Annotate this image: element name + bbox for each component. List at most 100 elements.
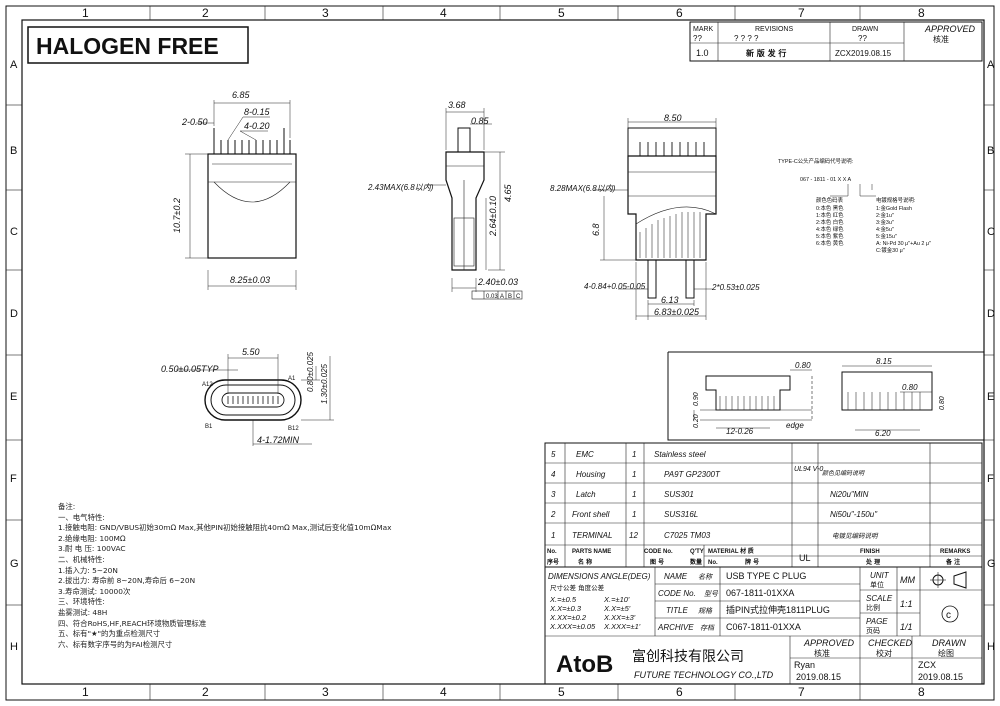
grid-col-label: 6	[676, 6, 683, 20]
dim-pcb-width: 8.15	[876, 357, 892, 366]
drawn-label-cn: 绘图	[938, 648, 954, 658]
code-note-right-item: C:镀金30 μ"	[876, 246, 905, 254]
bom-finish: Ni50u"-150u"	[830, 510, 878, 519]
dim-pcb-pads: 12-0.26	[726, 427, 754, 436]
dim-pcb-side: 0.80	[939, 396, 946, 410]
notes-line: 3.寿命测试: 10000次	[58, 586, 131, 596]
grid-col-label: 2	[202, 685, 209, 699]
dim-face-height: 0.80±0.025	[306, 351, 315, 392]
field-code-value: 067-1811-01XXA	[726, 588, 794, 598]
bom-name: EMC	[576, 450, 594, 459]
page-label: PAGE	[866, 617, 888, 626]
code-note-left-item: 6:本色 黄色	[816, 239, 844, 247]
dim-front-pitch: 2-0.50	[181, 117, 208, 127]
approved-date: 2019.08.15	[796, 672, 841, 682]
bom-finish: 电镀见编码说明	[832, 532, 879, 540]
banner-title: HALOGEN FREE	[36, 33, 219, 59]
notes-line: 2.拔出力: 寿命前 8~20N,寿命后 6~20N	[58, 576, 196, 586]
bom-material: PA9T GP2300T	[664, 470, 721, 479]
pin-label-a12: A12	[202, 382, 213, 388]
field-title-label: TITLE	[666, 606, 688, 615]
tolerance-linear: X.XX=±0.2	[549, 613, 587, 622]
dim-pcb-pad-span: 6.20	[875, 429, 891, 438]
dim-front-pin-width-2: 4-0.20	[244, 121, 270, 131]
notes-block: 备注: 一、电气特性: 1.接触电阻: GND/VBUS初始30mΩ Max,其…	[58, 502, 538, 650]
bom-finish: Ni20u"MIN	[830, 490, 869, 499]
grid-col-label: 6	[676, 685, 683, 699]
rev-row-drawn: ZCX2019.08.15	[835, 49, 892, 58]
dim-front-height: 10.7±0.2	[172, 198, 182, 233]
grid-col-label: 3	[322, 685, 329, 699]
bom-header-remarks: REMARKS	[940, 549, 970, 555]
grid-row-label: H	[10, 641, 18, 653]
grid-col-label: 4	[440, 6, 447, 20]
grid-col-label: 1	[82, 6, 89, 20]
grid-col-label: 8	[918, 6, 925, 20]
rev-row-revision: 新 版 发 行	[746, 48, 786, 58]
bom-header-material: MATERIAL 材 质	[708, 547, 754, 555]
notes-line: 六、标有数字序号的为FAI检测尺寸	[58, 639, 173, 649]
tolerance-linear: X.X=±0.3	[549, 604, 582, 613]
bom-header-qty: Q'TY	[690, 549, 704, 555]
gdt-datum-c: C	[516, 294, 521, 300]
code-note-right-item: 1:金Gold Flash	[876, 204, 912, 212]
tolerance-angle: X.=±10'	[603, 595, 630, 604]
field-code-label-cn: 型号	[704, 590, 719, 598]
field-title-label-cn: 规格	[698, 607, 713, 615]
dim-side-pin: 0.85	[471, 116, 490, 126]
grid-col-label: 1	[82, 685, 89, 699]
bom-no: 1	[551, 531, 555, 540]
rev-approved-cn: 核准	[933, 34, 949, 44]
rev-revisions-header: REVISIONS	[755, 26, 793, 33]
grid-row-label: F	[987, 473, 994, 485]
company-logo: AtoB	[556, 651, 613, 678]
dim-right-height: 6.8	[591, 223, 601, 236]
bom-qty: 12	[629, 531, 638, 540]
page-label-cn: 页码	[866, 627, 880, 635]
tolerance-header: DIMENSIONS ANGLE(DEG)	[548, 572, 651, 581]
notes-line: 一、电气特性:	[58, 512, 105, 522]
grid-col-label: 4	[440, 685, 447, 699]
code-note-right-item: 3:金3u"	[876, 218, 894, 226]
bom-header-code-cn: 图 号	[650, 558, 664, 566]
code-note-right-item: 2:金1u"	[876, 211, 894, 219]
grid-row-label: D	[10, 308, 18, 320]
code-note-right-item: 4:金5u"	[876, 225, 894, 233]
bom-material: C7025 TM03	[664, 531, 711, 540]
notes-line: 三、环境特性:	[58, 597, 105, 607]
notes-line: 盐雾测试: 48H	[58, 607, 108, 617]
grid-col-label: 5	[558, 6, 565, 20]
grid-col-label: 2	[202, 6, 209, 20]
notes-line: 1.接触电阻: GND/VBUS初始30mΩ Max,其他PIN初始接触阻抗40…	[58, 523, 392, 533]
grid-row-label: B	[10, 145, 17, 157]
code-note-left-item: 4:本色 绿色	[816, 225, 844, 233]
bom-qty: 1	[632, 510, 636, 519]
code-note-left-item: 5:本色 紫色	[816, 232, 844, 240]
unit-value: MM	[900, 575, 915, 585]
grid-row-label: C	[10, 226, 18, 238]
bom-name: Housing	[576, 470, 606, 479]
bom-qty: 1	[632, 450, 636, 459]
bom-name: TERMINAL	[572, 531, 612, 540]
grid-col-label: 7	[798, 685, 805, 699]
grid-row-label: H	[987, 641, 995, 653]
grid-col-label: 7	[798, 6, 805, 20]
bom-header-finish: FINISH	[860, 549, 880, 555]
scale-label-cn: 比例	[866, 603, 880, 612]
rev-mark-header: MARK	[693, 26, 714, 33]
svg-text:c: c	[946, 610, 951, 621]
checked-label-cn: 校对	[876, 648, 892, 658]
bom-header-qty-cn: 数量	[690, 558, 702, 566]
code-note-right-item: 5:金15u"	[876, 232, 897, 240]
code-note-left-head: 颜色色码表	[816, 196, 844, 204]
dim-right-pin-width: 2*0.53±0.025	[711, 283, 760, 292]
dim-right-pitch: 6.13	[661, 295, 679, 305]
revision-block: MARK ?? REVISIONS ? ? ? ? DRAWN ?? APPRO…	[689, 21, 983, 62]
code-note-right-head: 电镀规格号说明:	[876, 196, 915, 204]
dim-side-height: 4.65	[503, 183, 513, 202]
notes-line: 2.绝缘电阻: 100MΩ	[58, 533, 126, 543]
drawn-name: ZCX	[918, 660, 936, 670]
title-block: DIMENSIONS ANGLE(DEG) 尺寸公差 角度公差 X.=±0.5 …	[544, 566, 983, 685]
rev-approved-header: APPROVED	[924, 24, 976, 34]
grid-row-label: A	[987, 59, 995, 71]
